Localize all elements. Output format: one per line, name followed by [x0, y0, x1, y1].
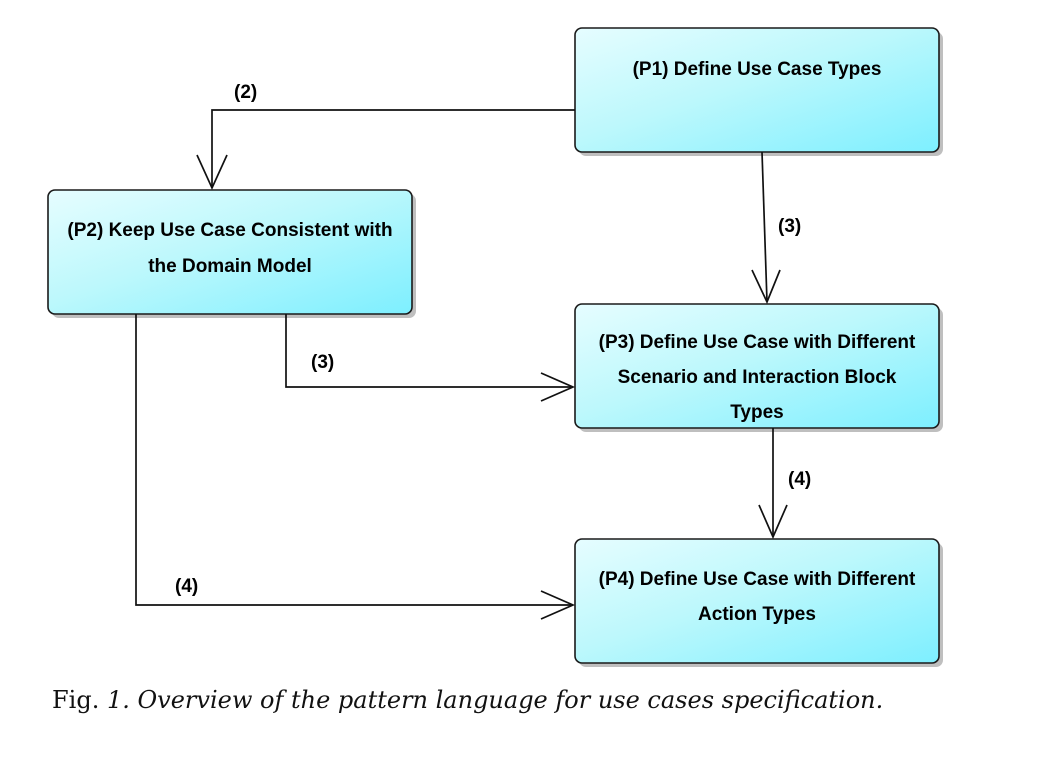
node-p4-line-2: Action Types: [698, 604, 816, 625]
edge-p1-to-p2: (2): [196, 82, 575, 191]
edge-p3-to-p4: (4): [758, 428, 811, 540]
figure-caption: Fig. 1. Overview of the pattern language…: [52, 686, 883, 714]
arrowhead: [196, 154, 228, 191]
node-p3-line-3: Types: [730, 402, 784, 423]
node-p4-line-1: (P4) Define Use Case with Different: [599, 569, 916, 590]
node-p1-line-1: (P1) Define Use Case Types: [633, 59, 882, 80]
edge-label-p2-p3: (3): [311, 352, 334, 373]
node-p2: (P2) Keep Use Case Consistent with the D…: [47, 189, 416, 318]
arrowhead: [540, 590, 576, 620]
edge-p2-to-p4: (4): [135, 314, 576, 620]
node-p3-line-1: (P3) Define Use Case with Different: [599, 332, 916, 353]
edge-label-p1-p2: (2): [234, 82, 257, 103]
node-p1: (P1) Define Use Case Types: [574, 27, 943, 156]
edge-label-p3-p4: (4): [788, 469, 811, 490]
node-p2-line-2: the Domain Model: [148, 256, 312, 277]
node-p4: (P4) Define Use Case with Different Acti…: [574, 538, 943, 667]
node-p2-line-1: (P2) Keep Use Case Consistent with: [67, 220, 392, 241]
node-p3: (P3) Define Use Case with Different Scen…: [574, 303, 943, 432]
arrowhead: [758, 504, 788, 540]
node-p3-line-2: Scenario and Interaction Block: [618, 367, 897, 388]
edge-label-p2-p4: (4): [175, 576, 198, 597]
pattern-language-diagram: (P1) Define Use Case Types (P2) Keep Use…: [47, 27, 943, 667]
edge-p2-to-p3: (3): [285, 314, 576, 402]
caption-figure-number: 1.: [106, 686, 130, 714]
arrowhead: [540, 372, 576, 402]
edge-p1-to-p3: (3): [751, 151, 801, 305]
caption-figure-label: Fig.: [52, 686, 107, 714]
arrowhead: [751, 269, 781, 305]
edge-label-p1-p3: (3): [778, 216, 801, 237]
caption-text: Overview of the pattern language for use…: [129, 686, 884, 714]
